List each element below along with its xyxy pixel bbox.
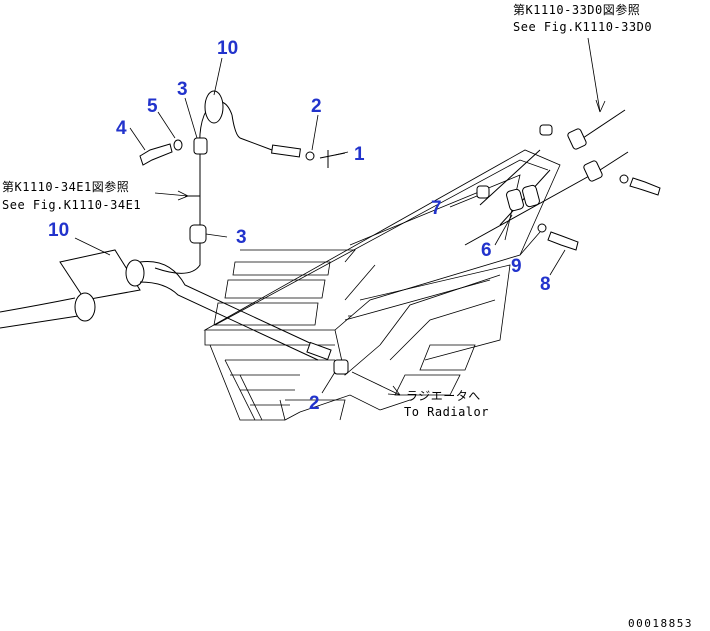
callout-7: 7 [431, 198, 442, 219]
wire-harness [185, 90, 346, 244]
callout-3-lower: 3 [236, 227, 247, 248]
ref-left-jp: 第K1110-34E1図参照 [2, 179, 129, 194]
drawing-number: 00018853 [628, 617, 693, 630]
bolt-washer-4-5 [139, 139, 183, 166]
right-pipes [333, 109, 661, 375]
callout-1: 1 [354, 144, 365, 165]
ref-radiator-en: To Radialor [404, 405, 489, 419]
callout-5: 5 [147, 96, 158, 117]
callout-3-upper: 3 [177, 79, 188, 100]
callout-2-lower: 2 [309, 393, 320, 414]
callouts: 1 2 2 3 3 4 5 6 7 8 9 10 10 [48, 38, 551, 414]
ref-top-right-jp: 第K1110-33D0図参照 [513, 2, 640, 17]
leader-lines [74, 37, 606, 396]
ref-radiator-jp: ラジエータへ [406, 389, 481, 403]
callout-4: 4 [116, 118, 127, 139]
radiator-housing [203, 149, 561, 421]
ref-top-right-en: See Fig.K1110-33D0 [513, 20, 652, 34]
callout-6: 6 [481, 240, 492, 261]
callout-8: 8 [540, 274, 551, 295]
callout-10-upper: 10 [217, 38, 238, 59]
reference-labels: 第K1110-33D0図参照 See Fig.K1110-33D0 第K1110… [2, 2, 693, 630]
ref-left-en: See Fig.K1110-34E1 [2, 198, 141, 212]
callout-10-lower: 10 [48, 220, 69, 241]
hose-10-lower [0, 228, 332, 361]
callout-9: 9 [511, 256, 522, 277]
callout-2-upper: 2 [311, 96, 322, 117]
